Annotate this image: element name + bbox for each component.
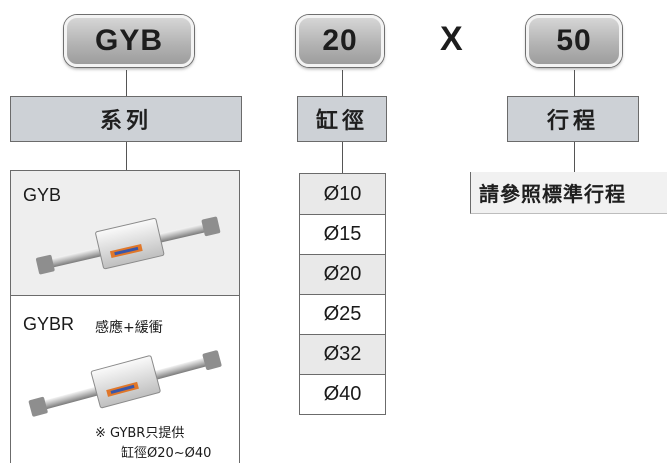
bore-option: Ø10: [300, 174, 385, 214]
connector-bore-bottom: [342, 142, 343, 173]
bore-option: Ø32: [300, 334, 385, 374]
series-label-box: 系列: [10, 96, 242, 142]
connector-stroke-bottom: [574, 142, 575, 172]
gybr-title: GYBR: [23, 314, 75, 334]
gybr-note-line1: ※ GYBR只提供: [95, 426, 185, 441]
gybr-feature-label: 感應+緩衝: [95, 320, 163, 336]
connector-bore-top: [342, 70, 343, 97]
series-code-pill: GYB: [64, 15, 194, 67]
bore-option: Ø20: [300, 254, 385, 294]
series-panel: GYB GYBR 感應+緩衝: [10, 170, 240, 464]
gybr-panel: GYBR 感應+緩衝 ※ GYBR只提供 缸徑Ø20~Ø40: [11, 296, 239, 464]
stroke-reference-note: 請參照標準行程: [470, 172, 667, 214]
gyb-panel: GYB: [11, 171, 239, 296]
connector-stroke-top: [574, 70, 575, 97]
gyb-cylinder-image: [35, 216, 221, 275]
bore-label-box: 缸徑: [297, 96, 387, 142]
stroke-label-box: 行程: [507, 96, 639, 142]
bore-code-pill: 20: [296, 15, 384, 67]
bore-options-table: Ø10 Ø15 Ø20 Ø25 Ø32 Ø40: [299, 173, 386, 415]
gybr-cylinder-image: [28, 350, 222, 417]
connector-series-top: [126, 70, 127, 97]
gybr-note-line2: 缸徑Ø20~Ø40: [121, 446, 212, 461]
bore-option: Ø15: [300, 214, 385, 254]
multiply-sign: X: [440, 20, 463, 58]
bore-option: Ø40: [300, 374, 385, 414]
stroke-code-pill: 50: [526, 15, 622, 67]
gyb-title: GYB: [23, 185, 62, 205]
bore-option: Ø25: [300, 294, 385, 334]
connector-series-bottom: [126, 142, 127, 170]
